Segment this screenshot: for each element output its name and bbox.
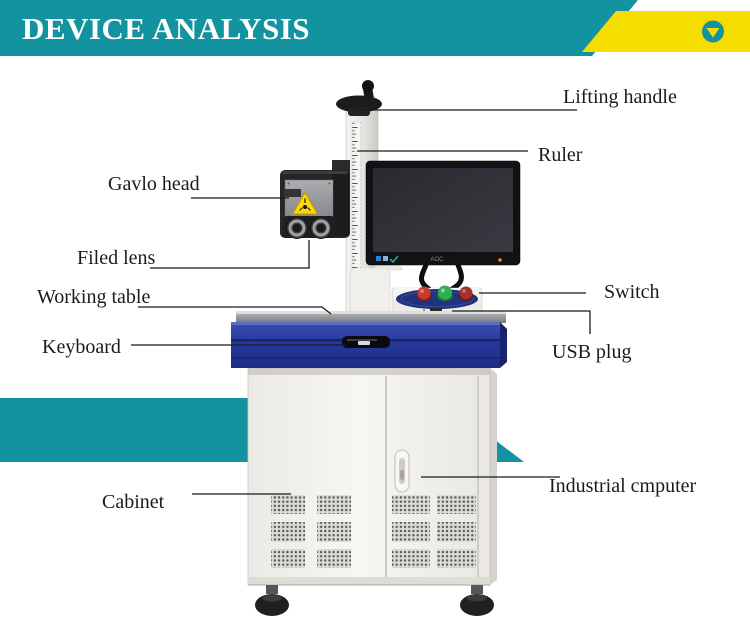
cabinet-vents: [271, 495, 476, 568]
label-gavlo-head: Gavlo head: [108, 173, 200, 195]
chevron-down-icon: [702, 20, 724, 43]
label-switch: Switch: [604, 281, 660, 303]
switch-buttons: [416, 285, 474, 301]
lifting-handle-knob: [336, 80, 382, 116]
header-banner: [0, 0, 750, 56]
leader-filed-lens: [150, 240, 310, 269]
page-title: DEVICE ANALYSIS: [22, 11, 311, 46]
label-ruler: Ruler: [538, 144, 583, 166]
banner-teal-shape: [0, 0, 638, 56]
monitor: AOC: [365, 160, 521, 266]
column-base: [349, 267, 391, 317]
label-cabinet: Cabinet: [102, 491, 165, 513]
cabinet: [247, 367, 497, 616]
label-usb-plug: USB plug: [552, 341, 632, 363]
label-working-table: Working table: [37, 286, 151, 308]
label-filed-lens: Filed lens: [77, 247, 156, 269]
label-keyboard: Keyboard: [42, 336, 121, 358]
work-table: [231, 311, 507, 368]
monitor-stand-cables: [419, 262, 464, 292]
label-lifting-handle: Lifting handle: [563, 86, 677, 108]
feet: [255, 585, 494, 616]
keyboard-drawer: [342, 336, 390, 348]
leader-lines: [131, 109, 591, 495]
leader-working-table: [138, 306, 332, 315]
galvo-head: [280, 160, 350, 239]
control-switch-panel: [391, 285, 483, 317]
field-lens: [283, 216, 335, 239]
door-handle: [394, 449, 410, 493]
laser-warning-icon: [292, 192, 318, 215]
monitor-logo: AOC: [430, 257, 444, 263]
banner-yellow-shape: [582, 11, 750, 52]
leader-usb-plug: [452, 310, 591, 334]
label-industrial-computer: Industrial cmputer: [549, 475, 697, 497]
